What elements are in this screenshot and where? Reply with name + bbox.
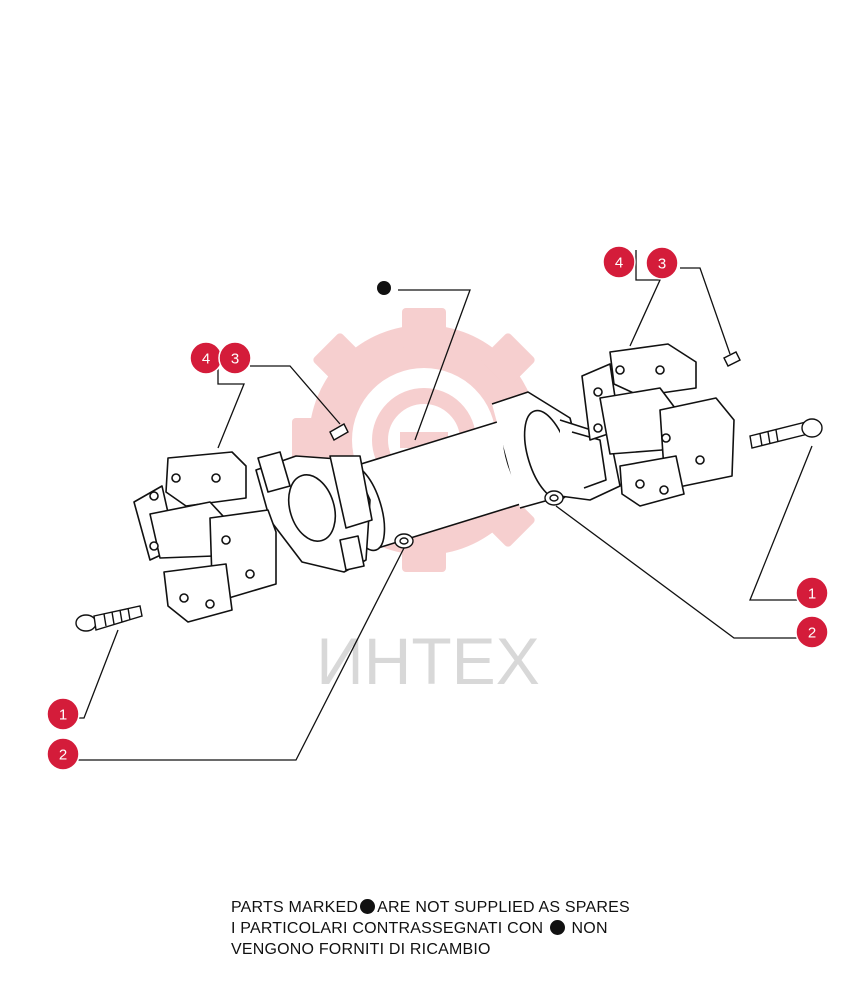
callout-right-1: 1 <box>795 576 829 610</box>
callout-badge <box>795 615 829 649</box>
callout-badge <box>46 697 80 731</box>
left-bolt <box>75 605 143 632</box>
callout-badge <box>46 737 80 771</box>
left-universal-joint <box>133 451 277 623</box>
callout-number: 4 <box>615 255 623 272</box>
callout-number: 1 <box>808 586 816 603</box>
left-yoke <box>255 451 373 573</box>
note-line-2: I PARTICOLARI CONTRASSEGNATI CON NON <box>231 918 701 939</box>
callout-badge <box>645 246 679 280</box>
callout-left-3: 3 <box>218 341 252 375</box>
note-line-1-end: ARE NOT SUPPLIED AS SPARES <box>377 899 630 916</box>
callout-number: 2 <box>808 625 816 642</box>
callout-left-1: 1 <box>46 697 80 731</box>
callout-number: 2 <box>59 747 67 764</box>
callout-number: 3 <box>231 351 239 368</box>
marker-dot-icon <box>360 899 376 914</box>
watermark-text: ИНТЕХ <box>316 624 539 698</box>
note-line-1: PARTS MARKED ARE NOT SUPPLIED AS SPARES <box>231 897 701 918</box>
note-line-2-start: I PARTICOLARI CONTRASSEGNATI CON <box>231 920 544 937</box>
callout-right-2: 2 <box>795 615 829 649</box>
callout-number: 3 <box>658 256 666 273</box>
callout-left-4: 4 <box>189 341 223 375</box>
note-line-2-end: NON <box>571 920 608 937</box>
callout-number: 4 <box>202 351 210 368</box>
callout-badge <box>795 576 829 610</box>
callout-left-2: 2 <box>46 737 80 771</box>
callout-right-3: 3 <box>645 246 679 280</box>
callout-badge <box>218 341 252 375</box>
note-line-3: VENGONO FORNITI DI RICAMBIO <box>231 941 491 958</box>
right-bolt <box>749 418 823 449</box>
not-supplied-marker-dot <box>377 281 391 295</box>
callout-number: 1 <box>59 707 67 724</box>
right-universal-joint <box>581 343 735 507</box>
callout-badge <box>602 245 636 279</box>
spares-note: PARTS MARKED ARE NOT SUPPLIED AS SPARES I… <box>231 897 701 960</box>
marker-dot-icon <box>549 920 565 935</box>
note-line-1-start: PARTS MARKED <box>231 899 359 916</box>
grease-nipples <box>329 351 741 549</box>
callout-right-4: 4 <box>602 245 636 279</box>
